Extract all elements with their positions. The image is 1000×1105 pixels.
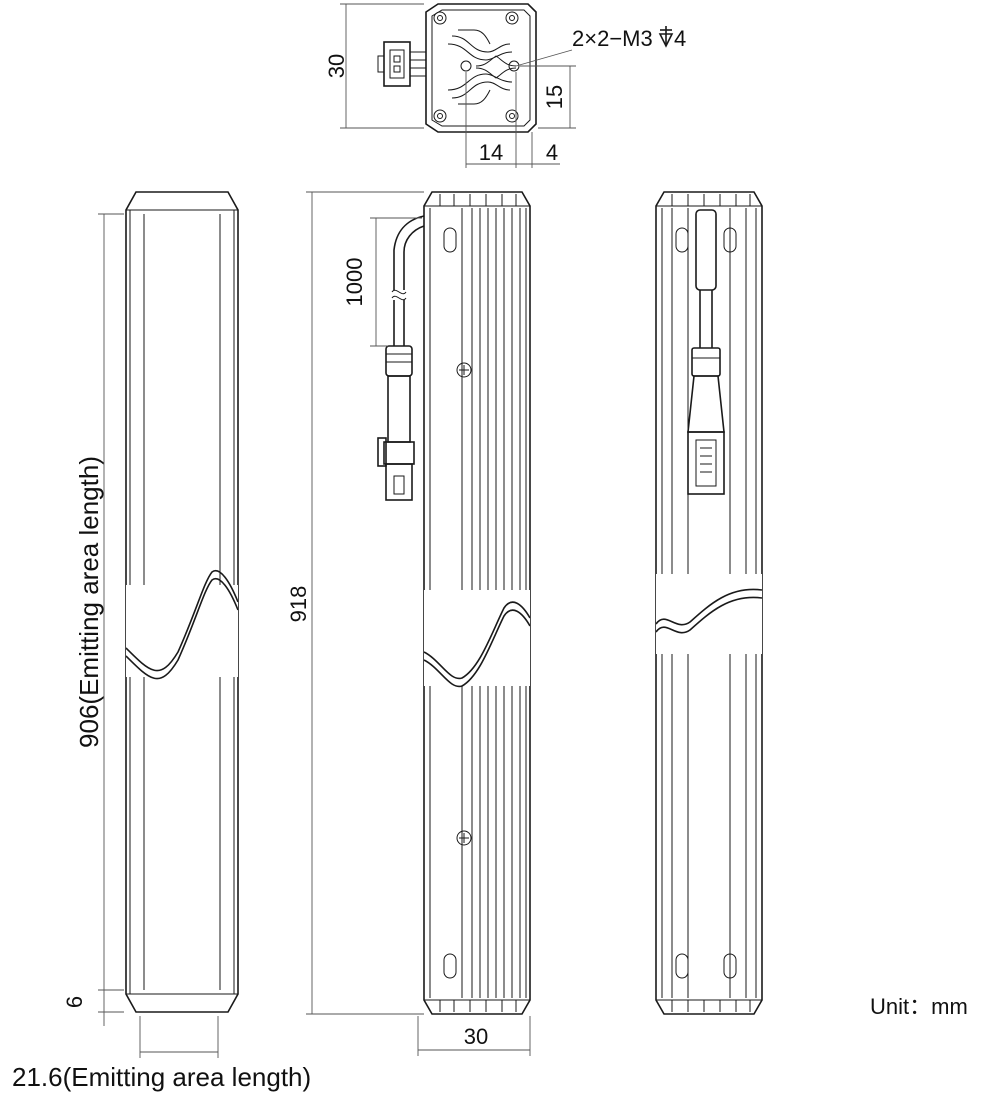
dim-hole-spec: 2×2−M3 — [572, 26, 653, 51]
side-view-with-cable: 1000 918 30 — [286, 191, 531, 1056]
dim-cable-length: 1000 — [342, 258, 367, 307]
dim-hole-offset-4: 4 — [546, 140, 558, 165]
dim-total-length: 918 — [286, 586, 311, 623]
rear-cable-icon — [687, 209, 725, 495]
unit-label: Unit：mm — [870, 994, 968, 1019]
screw-icon — [456, 362, 472, 846]
dim-top-height: 30 — [324, 54, 349, 78]
mounting-hole-icon — [508, 60, 520, 72]
dim-emitting-width: 21.6(Emitting area length) — [12, 1062, 311, 1092]
top-end-view: 30 15 2×2−M3 4 14 4 — [324, 3, 686, 168]
svg-text:2×2−M3: 2×2−M3 — [572, 26, 653, 51]
connector-icon — [377, 41, 426, 87]
heatsink-fins — [447, 29, 517, 105]
dim-body-width: 30 — [464, 1024, 488, 1049]
dim-hole-offset-14: 14 — [479, 140, 503, 165]
cable-icon — [377, 215, 425, 501]
dim-hole-depth: 4 — [674, 26, 686, 51]
dim-emitting-length: 906(Emitting area length) — [74, 456, 104, 748]
mounting-hole-icon — [460, 60, 472, 72]
back-view — [655, 191, 763, 1015]
depth-symbol-icon — [658, 26, 674, 48]
end-cap-outline — [425, 3, 537, 133]
corner-screw-icon — [433, 11, 519, 123]
dim-hole-spacing: 15 — [542, 85, 567, 109]
front-view-emitting: 906(Emitting area length) 6 21.6(Emittin… — [12, 191, 311, 1092]
dim-end-offset: 6 — [62, 996, 87, 1008]
